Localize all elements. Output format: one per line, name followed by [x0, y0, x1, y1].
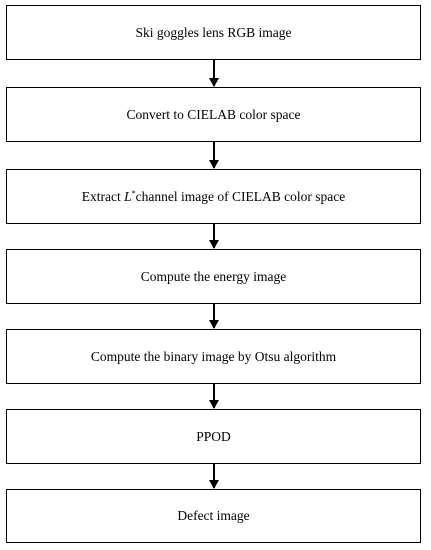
step-energy-image: Compute the energy image [6, 249, 421, 304]
arrow-down-icon [209, 464, 219, 489]
step-binary-otsu: Compute the binary image by Otsu algorit… [6, 329, 421, 384]
arrow-down-icon [209, 384, 219, 409]
step-defect-image: Defect image [6, 489, 421, 543]
step-label: Ski goggles lens RGB image [135, 24, 292, 40]
step-ppod: PPOD [6, 409, 421, 464]
step-extract-l-channel: Extract L*channel image of CIELAB color … [6, 169, 421, 224]
arrow-down-icon [209, 224, 219, 249]
step-label: Compute the energy image [140, 268, 287, 284]
step-label: PPOD [196, 428, 231, 444]
arrow-down-icon [209, 142, 219, 169]
arrow-down-icon [209, 60, 219, 87]
step-rgb-image: Ski goggles lens RGB image [6, 5, 421, 60]
step-label: Extract L*channel image of CIELAB color … [81, 188, 346, 204]
step-label: Convert to CIELAB color space [126, 106, 301, 122]
step-label: Compute the binary image by Otsu algorit… [90, 348, 337, 364]
step-label: Defect image [177, 508, 250, 523]
step-convert-cielab: Convert to CIELAB color space [6, 87, 421, 142]
arrow-down-icon [209, 304, 219, 329]
